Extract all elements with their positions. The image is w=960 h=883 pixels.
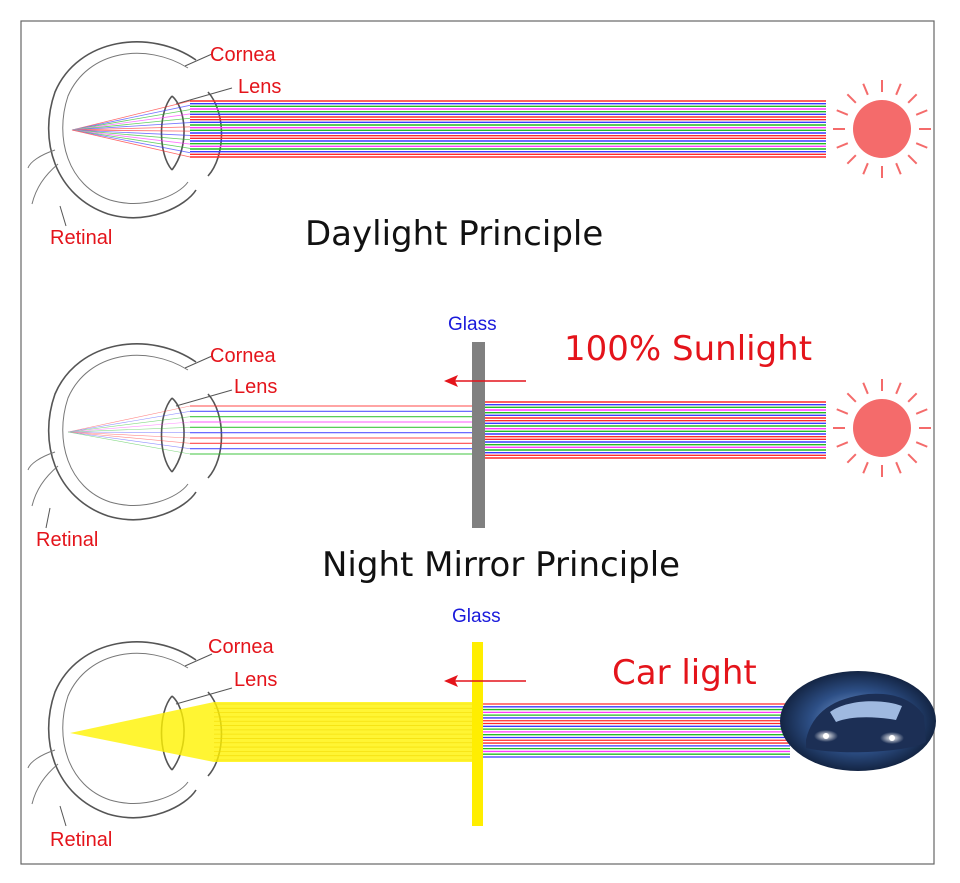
focused-ray xyxy=(71,109,191,131)
sun-ray xyxy=(836,441,849,448)
sun-ray xyxy=(907,453,918,464)
sun-ray xyxy=(862,461,869,474)
light-rays-before-glass xyxy=(478,401,826,459)
panel-daylight: Cornea Lens Retinal Daylight Principle xyxy=(27,41,931,254)
sun-ray xyxy=(846,392,857,403)
focused-ray xyxy=(67,421,191,433)
focused-ray xyxy=(71,117,191,131)
sun-ray xyxy=(915,408,928,415)
focused-ray xyxy=(67,431,191,455)
focused-ray xyxy=(71,129,191,141)
sun-icon xyxy=(833,379,931,477)
retinal-label: Retinal xyxy=(36,529,98,551)
glass-label: Glass xyxy=(452,606,501,627)
focused-ray xyxy=(67,405,191,433)
sun-ray xyxy=(846,154,857,165)
focused-ray xyxy=(71,126,191,131)
source-label: 100% Sunlight xyxy=(564,329,812,369)
focused-ray xyxy=(71,129,191,136)
light-rays-before-glass xyxy=(478,703,790,758)
sun-ray xyxy=(915,142,928,149)
sun-ray xyxy=(846,93,857,104)
retinal-label: Retinal xyxy=(50,227,112,249)
sun-ray xyxy=(862,162,869,175)
focused-ray xyxy=(67,427,191,433)
sun-ray xyxy=(895,382,902,395)
sun-ray xyxy=(836,142,849,149)
panel-title: Night Mirror Principle xyxy=(322,545,680,585)
source-label: Car light xyxy=(612,653,757,693)
sun-ray xyxy=(915,441,928,448)
focused-ray xyxy=(67,411,191,433)
eye-diagram xyxy=(27,41,233,227)
focused-ray xyxy=(71,129,191,149)
focused-rays xyxy=(67,405,191,455)
cornea-label: Cornea xyxy=(208,636,274,658)
focused-ray xyxy=(71,129,191,158)
filtered-yellow-light xyxy=(70,702,472,762)
focused-ray xyxy=(71,129,191,154)
focused-ray xyxy=(67,431,191,444)
eye-diagram xyxy=(27,343,233,529)
light-rays xyxy=(190,100,826,158)
focused-ray xyxy=(67,431,191,433)
sun-ray xyxy=(915,109,928,116)
light-rays-after-glass xyxy=(190,405,472,455)
panel-title: Daylight Principle xyxy=(305,214,603,254)
frame xyxy=(20,20,935,865)
focused-ray xyxy=(67,431,191,439)
eye-diagram xyxy=(27,641,233,827)
panel-car-light: Glass Car light Cornea Lens Retinal xyxy=(27,606,936,851)
panel-night-mirror: Glass 100% Sunlight Cornea Lens Retinal … xyxy=(27,314,931,585)
lens-label: Lens xyxy=(234,376,277,398)
sun-ray xyxy=(836,109,849,116)
lens-label: Lens xyxy=(238,76,281,98)
focused-rays xyxy=(71,100,191,158)
glass-panel xyxy=(472,342,485,528)
sun-ray xyxy=(846,453,857,464)
sun-ray xyxy=(862,382,869,395)
focused-ray xyxy=(67,416,191,433)
direction-arrow xyxy=(444,675,526,687)
focused-ray xyxy=(71,100,191,131)
glass-label: Glass xyxy=(448,314,497,335)
glass-panel xyxy=(472,642,483,826)
cornea-label: Cornea xyxy=(210,44,276,66)
lens-label: Lens xyxy=(234,669,277,691)
car-headlights-icon xyxy=(780,671,936,771)
sun-ray xyxy=(907,154,918,165)
sun-ray xyxy=(907,93,918,104)
focused-ray xyxy=(71,113,191,131)
sun-ray xyxy=(907,392,918,403)
sun-icon xyxy=(833,80,931,178)
direction-arrow xyxy=(444,375,526,387)
sun-ray xyxy=(895,162,902,175)
focused-ray xyxy=(71,129,191,132)
retinal-label: Retinal xyxy=(50,829,112,851)
cornea-label: Cornea xyxy=(210,345,276,367)
focused-ray xyxy=(71,122,191,131)
focused-ray xyxy=(71,104,191,131)
focused-ray xyxy=(67,431,191,449)
sun-ray xyxy=(836,408,849,415)
sun-ray xyxy=(862,83,869,96)
sun-ray xyxy=(895,83,902,96)
sun-ray xyxy=(895,461,902,474)
focused-ray xyxy=(71,129,191,145)
